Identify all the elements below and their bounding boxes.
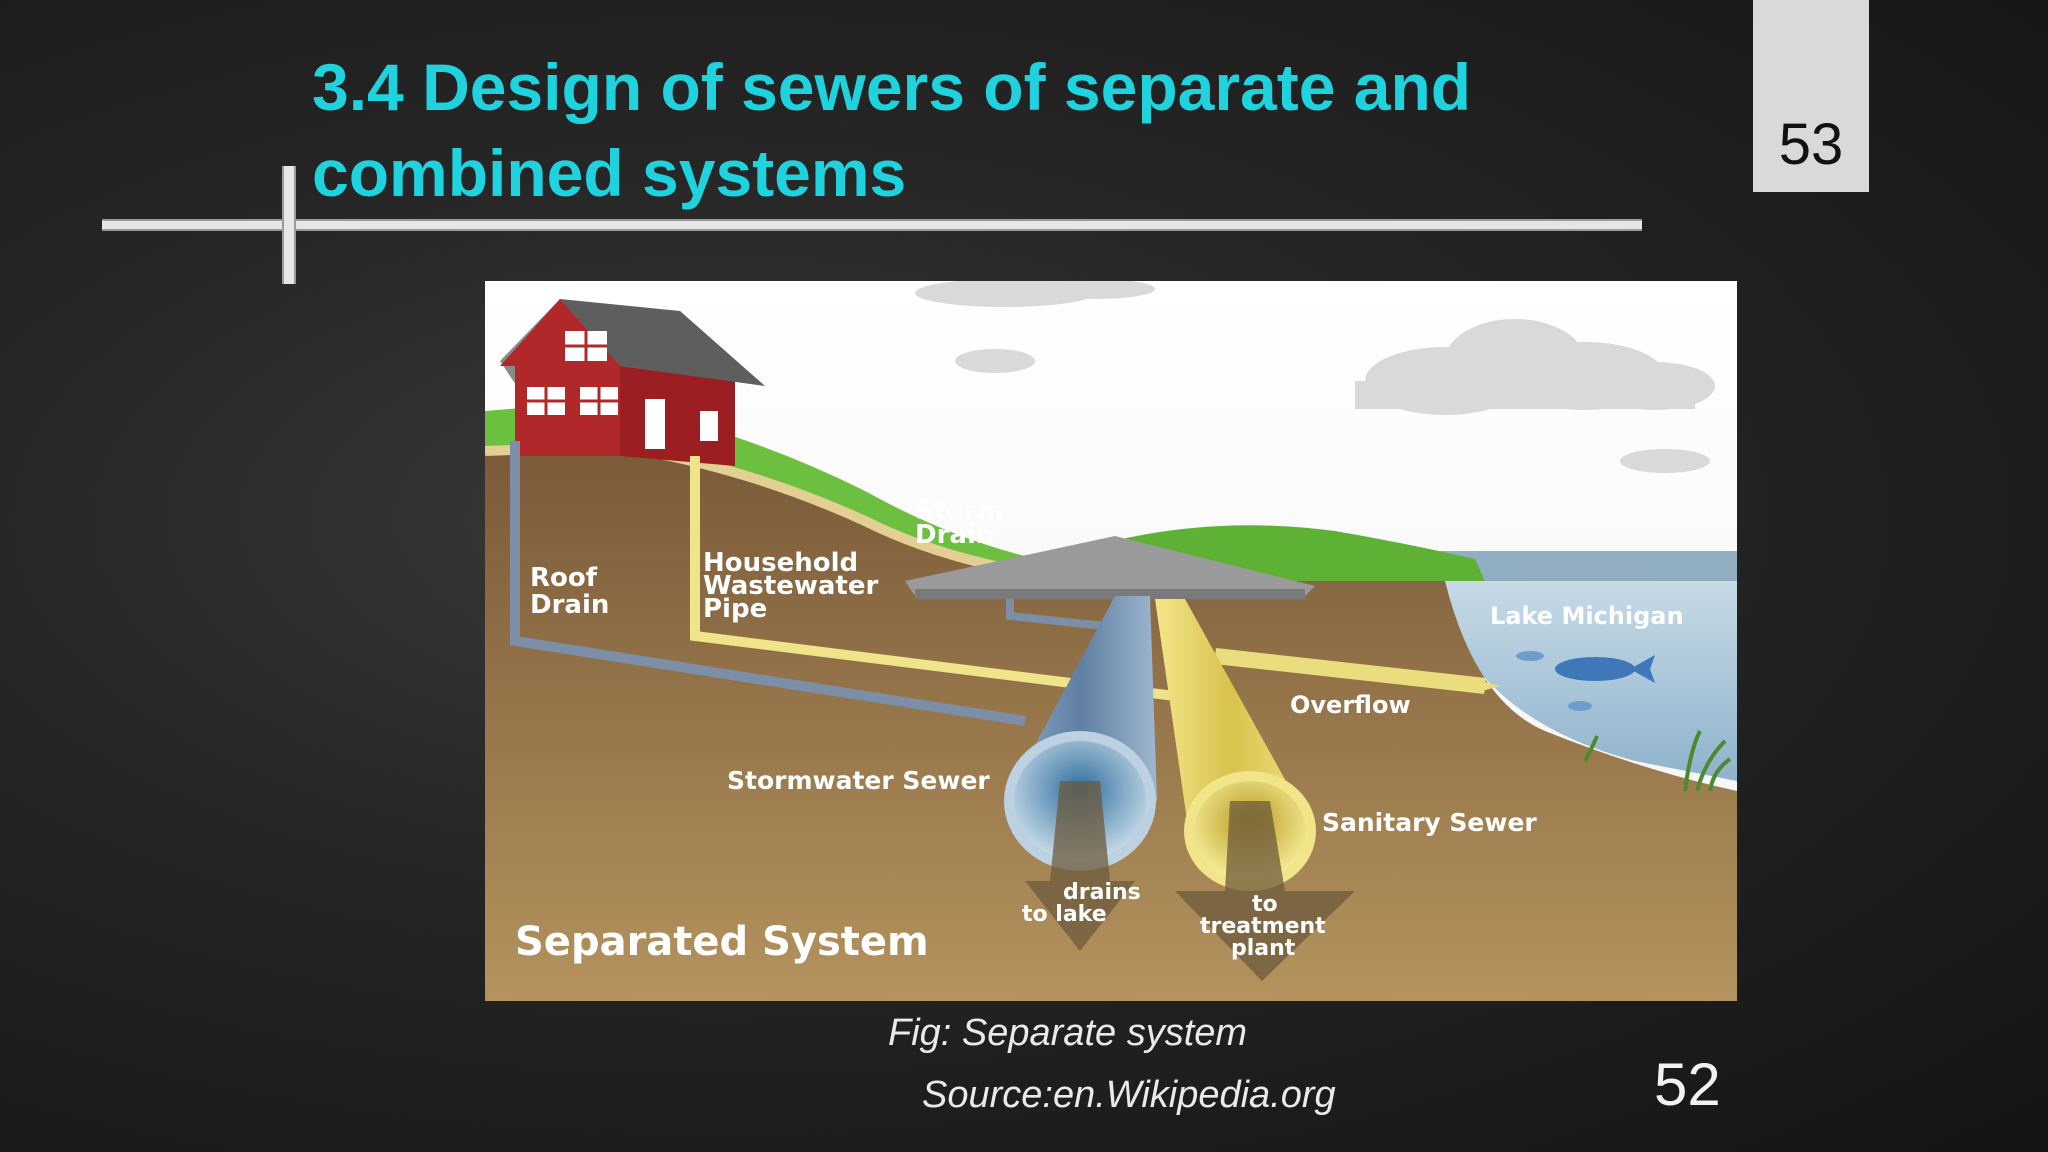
label-separated-system: Separated System bbox=[515, 919, 929, 965]
page-box-number: 53 bbox=[1778, 112, 1844, 177]
label-household-2: Wastewater bbox=[703, 571, 878, 601]
storm-drain-grate bbox=[905, 536, 1315, 596]
label-drains-2: to lake bbox=[1022, 902, 1107, 927]
label-household-1: Household bbox=[703, 548, 858, 578]
clouds bbox=[915, 279, 1715, 473]
label-storm-drain-2: Drain bbox=[915, 520, 994, 550]
label-treatment-2: treatment bbox=[1200, 914, 1326, 939]
label-household-3: Pipe bbox=[703, 594, 767, 624]
diagram-svg: Roof Drain Household Wastewater Pipe Sto… bbox=[484, 279, 1737, 1001]
label-roof-drain-1: Roof bbox=[530, 563, 598, 593]
overflow-pipe bbox=[1214, 648, 1486, 694]
slide-title-line-2: combined systems bbox=[312, 136, 907, 210]
title-vertical-accent bbox=[282, 166, 296, 284]
page-number-box: 53 bbox=[1753, 0, 1869, 192]
page-number: 52 bbox=[1654, 1051, 1721, 1118]
figure-source: Source:en.Wikipedia.org bbox=[922, 1074, 1336, 1116]
label-storm-drain-1: Storm bbox=[915, 496, 1004, 526]
to-treatment-plant-arrow bbox=[1175, 801, 1355, 981]
label-overflow: Overflow bbox=[1290, 691, 1411, 719]
label-treatment-1: to bbox=[1252, 892, 1278, 917]
figure-caption: Fig: Separate system bbox=[888, 1012, 1248, 1054]
reeds bbox=[1583, 730, 1732, 792]
label-sanitary-sewer: Sanitary Sewer bbox=[1322, 808, 1537, 837]
roof-drain-pipe bbox=[510, 441, 1026, 726]
label-treatment-3: plant bbox=[1231, 936, 1296, 961]
drains-to-lake-arrow bbox=[1025, 781, 1135, 951]
label-stormwater-sewer: Stormwater Sewer bbox=[727, 766, 990, 795]
label-drains-1: drains bbox=[1063, 880, 1141, 905]
label-lake: Lake Michigan bbox=[1490, 602, 1684, 630]
house bbox=[500, 299, 765, 466]
fish-icon bbox=[1516, 651, 1655, 711]
separate-system-diagram: Roof Drain Household Wastewater Pipe Sto… bbox=[484, 279, 1737, 1001]
title-underline bbox=[102, 219, 1642, 231]
household-wastewater-pipe bbox=[690, 456, 1216, 706]
slide-title: 3.4 Design of sewers of separate and com… bbox=[312, 44, 1612, 216]
label-roof-drain-2: Drain bbox=[530, 590, 609, 620]
slide-title-line-1: 3.4 Design of sewers of separate and bbox=[312, 50, 1472, 124]
